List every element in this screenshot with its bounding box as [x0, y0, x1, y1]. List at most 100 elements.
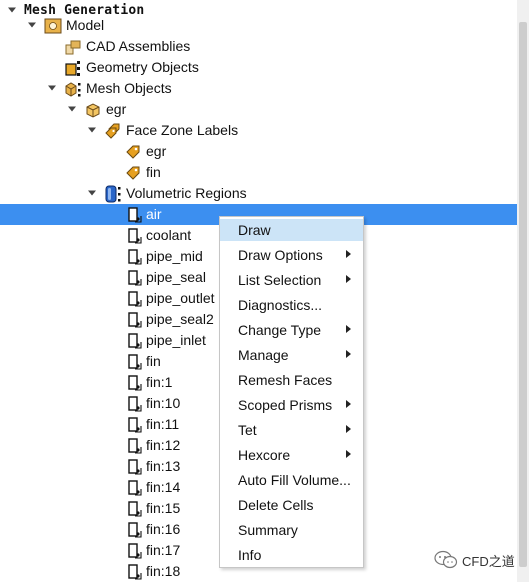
region-label: fin:12 — [146, 437, 181, 453]
tree-row-label-fin[interactable]: fin — [0, 162, 517, 183]
region-icon — [124, 290, 142, 308]
region-label: fin:14 — [146, 479, 181, 495]
tree-row-region[interactable]: coolant — [0, 225, 517, 246]
tree-row-mesh-objects[interactable]: Mesh Objects — [0, 78, 517, 99]
tree-row-volumetric-regions[interactable]: Volumetric Regions — [0, 183, 517, 204]
menu-item-scoped-prisms[interactable]: Scoped Prisms — [220, 394, 363, 416]
context-menu: Draw Draw Options List Selection Diagnos… — [219, 216, 364, 568]
menu-item-label: Hexcore — [238, 447, 291, 463]
tree-label-model: Model — [66, 17, 105, 33]
collapse-arrow-icon[interactable] — [47, 83, 57, 93]
region-label: fin:10 — [146, 395, 181, 411]
face-zone-labels-icon — [105, 123, 120, 139]
collapse-arrow-icon[interactable] — [87, 125, 97, 135]
tree-row-geometry-objects[interactable]: Geometry Objects — [0, 57, 517, 78]
menu-item-manage[interactable]: Manage — [220, 344, 363, 366]
tree-row-region[interactable]: pipe_seal — [0, 267, 517, 288]
region-icon — [124, 416, 142, 434]
region-label: fin:17 — [146, 542, 181, 558]
collapse-arrow-icon[interactable] — [27, 20, 37, 30]
tree-row-region[interactable]: fin:14 — [0, 477, 517, 498]
tree-row-label-egr[interactable]: egr — [0, 141, 517, 162]
submenu-arrow-icon — [346, 425, 351, 433]
collapse-arrow-icon[interactable] — [67, 104, 77, 114]
tree-label-volumetric-regions: Volumetric Regions — [126, 185, 247, 201]
tree-row-egr[interactable]: egr — [0, 99, 517, 120]
tag-icon — [124, 143, 142, 161]
menu-item-auto-fill-volume[interactable]: Auto Fill Volume... — [220, 469, 363, 491]
menu-item-label: Remesh Faces — [238, 372, 333, 388]
tag-icon — [124, 164, 142, 182]
menu-item-label: Auto Fill Volume... — [238, 472, 351, 488]
collapse-arrow-icon[interactable] — [87, 188, 97, 198]
menu-item-diagnostics[interactable]: Diagnostics... — [220, 294, 363, 316]
menu-item-label: Change Type — [238, 322, 322, 338]
menu-item-draw-options[interactable]: Draw Options — [220, 244, 363, 266]
tree-row-region[interactable]: pipe_seal2 — [0, 309, 517, 330]
volumetric-regions-icon — [105, 185, 121, 203]
tree-label-label-egr: egr — [146, 143, 167, 159]
model-icon — [44, 18, 62, 34]
menu-item-label: Diagnostics... — [238, 297, 323, 313]
tree-row-region[interactable]: air — [0, 204, 517, 225]
tree-row-region[interactable]: fin:16 — [0, 519, 517, 540]
menu-item-label: Info — [238, 547, 262, 563]
menu-item-remesh-faces[interactable]: Remesh Faces — [220, 369, 363, 391]
region-label: fin:15 — [146, 500, 181, 516]
cad-assemblies-icon — [65, 40, 81, 55]
tree-row-region[interactable]: pipe_outlet — [0, 288, 517, 309]
tree-row-region[interactable]: fin:18 — [0, 561, 517, 582]
submenu-arrow-icon — [346, 250, 351, 258]
region-icon — [124, 479, 142, 497]
tree-label-geometry-objects: Geometry Objects — [86, 59, 199, 75]
region-icon — [124, 248, 142, 266]
region-icon — [124, 374, 142, 392]
tree-row-mesh-generation[interactable]: Mesh Generation — [0, 0, 517, 21]
collapse-arrow-icon[interactable] — [7, 5, 17, 15]
tree-row-region[interactable]: pipe_inlet — [0, 330, 517, 351]
menu-item-change-type[interactable]: Change Type — [220, 319, 363, 341]
region-label: pipe_outlet — [146, 290, 215, 306]
tree-row-face-zone-labels[interactable]: Face Zone Labels — [0, 120, 517, 141]
submenu-arrow-icon — [346, 275, 351, 283]
region-label: fin:1 — [146, 374, 173, 390]
menu-item-hexcore[interactable]: Hexcore — [220, 444, 363, 466]
scrollbar-thumb[interactable] — [519, 22, 527, 567]
vertical-scrollbar[interactable] — [517, 0, 529, 582]
region-label: fin:13 — [146, 458, 181, 474]
tree-row-region[interactable]: fin:12 — [0, 435, 517, 456]
menu-item-summary[interactable]: Summary — [220, 519, 363, 541]
menu-item-list-selection[interactable]: List Selection — [220, 269, 363, 291]
menu-item-delete-cells[interactable]: Delete Cells — [220, 494, 363, 516]
menu-item-draw[interactable]: Draw — [220, 219, 363, 241]
tree-row-region[interactable]: fin:15 — [0, 498, 517, 519]
region-icon — [124, 563, 142, 581]
tree-row-region[interactable]: fin:11 — [0, 414, 517, 435]
region-icon — [124, 395, 142, 413]
tree-row-region[interactable]: pipe_mid — [0, 246, 517, 267]
tree-row-region[interactable]: fin:17 — [0, 540, 517, 561]
menu-item-label: Scoped Prisms — [238, 397, 333, 413]
tree-row-region[interactable]: fin — [0, 351, 517, 372]
tree-label-label-fin: fin — [146, 164, 161, 180]
tree-row-cad-assemblies[interactable]: CAD Assemblies — [0, 36, 517, 57]
submenu-arrow-icon — [346, 400, 351, 408]
tree-row-model[interactable]: Model — [0, 15, 517, 36]
region-label: pipe_seal2 — [146, 311, 214, 327]
tree-row-region[interactable]: fin:10 — [0, 393, 517, 414]
tree-row-region[interactable]: fin:1 — [0, 372, 517, 393]
region-icon — [124, 332, 142, 350]
menu-item-label: Tet — [238, 422, 257, 438]
submenu-arrow-icon — [346, 350, 351, 358]
region-label: pipe_inlet — [146, 332, 206, 348]
region-icon — [124, 500, 142, 518]
region-icon — [124, 521, 142, 539]
tree-row-region[interactable]: fin:13 — [0, 456, 517, 477]
menu-item-tet[interactable]: Tet — [220, 419, 363, 441]
tree-label-root: Mesh Generation — [24, 3, 145, 18]
region-label: air — [146, 206, 162, 222]
menu-item-info[interactable]: Info — [220, 544, 363, 566]
tree-label-face-zone-labels: Face Zone Labels — [126, 122, 239, 138]
mesh-objects-icon — [65, 82, 81, 97]
region-icon — [124, 353, 142, 371]
